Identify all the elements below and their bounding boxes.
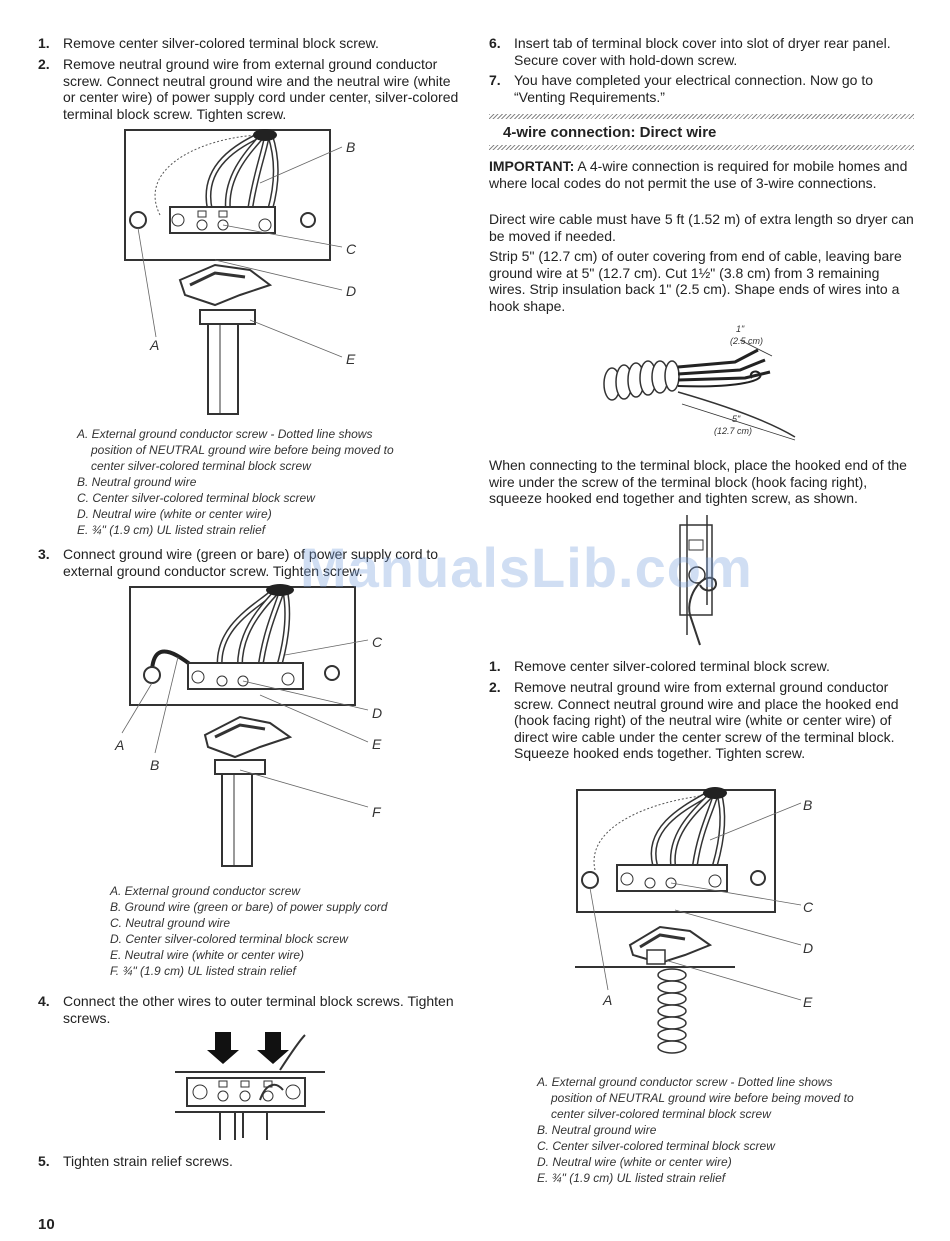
step-number: 7.	[489, 72, 501, 88]
section-divider	[489, 145, 914, 150]
label-e: E	[803, 994, 813, 1010]
cord	[207, 323, 239, 415]
arrow-right	[257, 1032, 289, 1064]
caption-e: E. ¾" (1.9 cm) UL listed strain relief	[77, 523, 266, 537]
label-e: E	[372, 736, 382, 752]
step-number: 5.	[38, 1153, 50, 1169]
label-a: A	[114, 737, 124, 753]
wire-bundle	[253, 129, 277, 141]
figure-terminal-block-4wire: B C D E A	[575, 787, 814, 1054]
right-screw	[750, 870, 766, 886]
label-d: D	[372, 705, 382, 721]
armored-cable	[657, 968, 687, 1054]
caption-d: D. Neutral wire (white or center wire)	[77, 507, 272, 521]
step-number: 1.	[489, 658, 501, 674]
caption-d: D. Center silver-colored terminal block …	[110, 932, 348, 946]
caption-a-cont: center silver-colored terminal block scr…	[91, 459, 311, 473]
step-text: Remove neutral ground wire from external…	[63, 56, 459, 122]
caption-b: B. Neutral ground wire	[537, 1123, 657, 1137]
important-label: IMPORTANT:	[489, 158, 575, 174]
paragraph-hook: When connecting to the terminal block, p…	[489, 457, 907, 506]
clamp	[214, 759, 266, 775]
caption-e: E. ¾" (1.9 cm) UL listed strain relief	[537, 1171, 726, 1185]
caption-c: C. Center silver-colored terminal block …	[537, 1139, 775, 1153]
wire-1-inner	[206, 133, 261, 211]
step-number: 2.	[489, 679, 501, 695]
caption-c: C. Center silver-colored terminal block …	[77, 491, 315, 505]
arrow-left	[207, 1032, 239, 1064]
figure-terminal-block-3wire-2: C D E F A B	[114, 584, 383, 867]
figure-3-caption: A. External ground conductor screw - Dot…	[537, 1074, 912, 1186]
step-number: 1.	[38, 35, 50, 51]
caption-a-cont: center silver-colored terminal block scr…	[551, 1107, 771, 1121]
label-five-cm: (12.7 cm)	[714, 426, 752, 436]
right-screw	[300, 212, 316, 228]
watermark: ManualsLib.com	[300, 536, 753, 599]
figure-terminal-block-3wire-1: B C D E A	[124, 129, 357, 415]
section-divider	[489, 114, 914, 119]
paragraph-strip: Strip 5" (12.7 cm) of outer covering fro…	[489, 248, 902, 314]
step-number: 6.	[489, 35, 501, 51]
label-d: D	[803, 940, 813, 956]
step-text: You have completed your electrical conne…	[514, 72, 874, 105]
figure-stripped-cable: 1" (2.5 cm) 5" (12.7 cm)	[603, 324, 796, 441]
figure-2-caption: A. External ground conductor screw B. Gr…	[110, 883, 440, 979]
label-a: A	[602, 992, 612, 1008]
ground-screw	[143, 666, 161, 684]
caption-a-cont: position of NEUTRAL ground wire before b…	[91, 443, 394, 457]
step-number: 4.	[38, 993, 50, 1009]
caption-c: C. Neutral ground wire	[110, 916, 231, 930]
caption-d: D. Neutral wire (white or center wire)	[537, 1155, 732, 1169]
ground-screw	[129, 211, 147, 229]
paragraph-cable-length: Direct wire cable must have 5 ft (1.52 m…	[489, 211, 914, 244]
step-text: Connect the other wires to outer termina…	[63, 993, 454, 1026]
cord	[221, 773, 253, 867]
step-text: Insert tab of terminal block cover into …	[514, 35, 891, 68]
clamp	[199, 309, 256, 325]
caption-a: A. External ground conductor screw - Dot…	[77, 427, 373, 441]
important-text: A 4-wire connection is required for mobi…	[489, 158, 908, 191]
step-number: 2.	[38, 56, 50, 72]
caption-b: B. Ground wire (green or bare) of power …	[110, 900, 388, 914]
label-c: C	[346, 241, 357, 257]
label-five-inch: 5"	[732, 414, 741, 424]
caption-a: A. External ground conductor screw	[110, 884, 301, 898]
step-number: 3.	[38, 546, 50, 562]
step-text: Connect ground wire (green or bare) of p…	[63, 546, 439, 579]
step-text: Tighten strain relief screws.	[63, 1153, 233, 1169]
strain-relief	[203, 715, 293, 759]
step-text: Remove center silver-colored terminal bl…	[514, 658, 830, 674]
label-a: A	[149, 337, 159, 353]
label-b: B	[150, 757, 159, 773]
right-screw	[324, 665, 340, 681]
clamp	[646, 949, 666, 965]
section-heading: 4-wire connection: Direct wire	[503, 124, 717, 141]
strain-relief	[178, 263, 273, 307]
caption-a: A. External ground conductor screw - Dot…	[537, 1075, 833, 1089]
step-text: Remove center silver-colored terminal bl…	[63, 35, 379, 51]
label-c: C	[803, 899, 814, 915]
label-one-cm: (2.5 cm)	[730, 336, 763, 346]
label-f: F	[372, 804, 382, 820]
label-d: D	[346, 283, 356, 299]
caption-b: B. Neutral ground wire	[77, 475, 197, 489]
page-number: 10	[38, 1216, 55, 1233]
ground-screw	[581, 871, 599, 889]
step-text: Remove neutral ground wire from external…	[514, 679, 899, 761]
dotted-wire	[154, 134, 266, 216]
figure-hooked-wire	[679, 515, 717, 646]
label-b: B	[803, 797, 812, 813]
label-b: B	[346, 139, 355, 155]
caption-a-cont: position of NEUTRAL ground wire before b…	[551, 1091, 854, 1105]
important-note: IMPORTANT: A 4-wire connection is requir…	[489, 158, 914, 191]
label-one-inch: 1"	[736, 324, 745, 334]
armored-cable	[603, 360, 680, 401]
caption-e: E. Neutral wire (white or center wire)	[110, 948, 305, 962]
label-c: C	[372, 634, 383, 650]
figure-1-caption: A. External ground conductor screw - Dot…	[77, 426, 447, 538]
label-e: E	[346, 351, 356, 367]
caption-f: F. ¾" (1.9 cm) UL listed strain relief	[110, 964, 296, 978]
figure-outer-screws	[175, 1032, 325, 1140]
